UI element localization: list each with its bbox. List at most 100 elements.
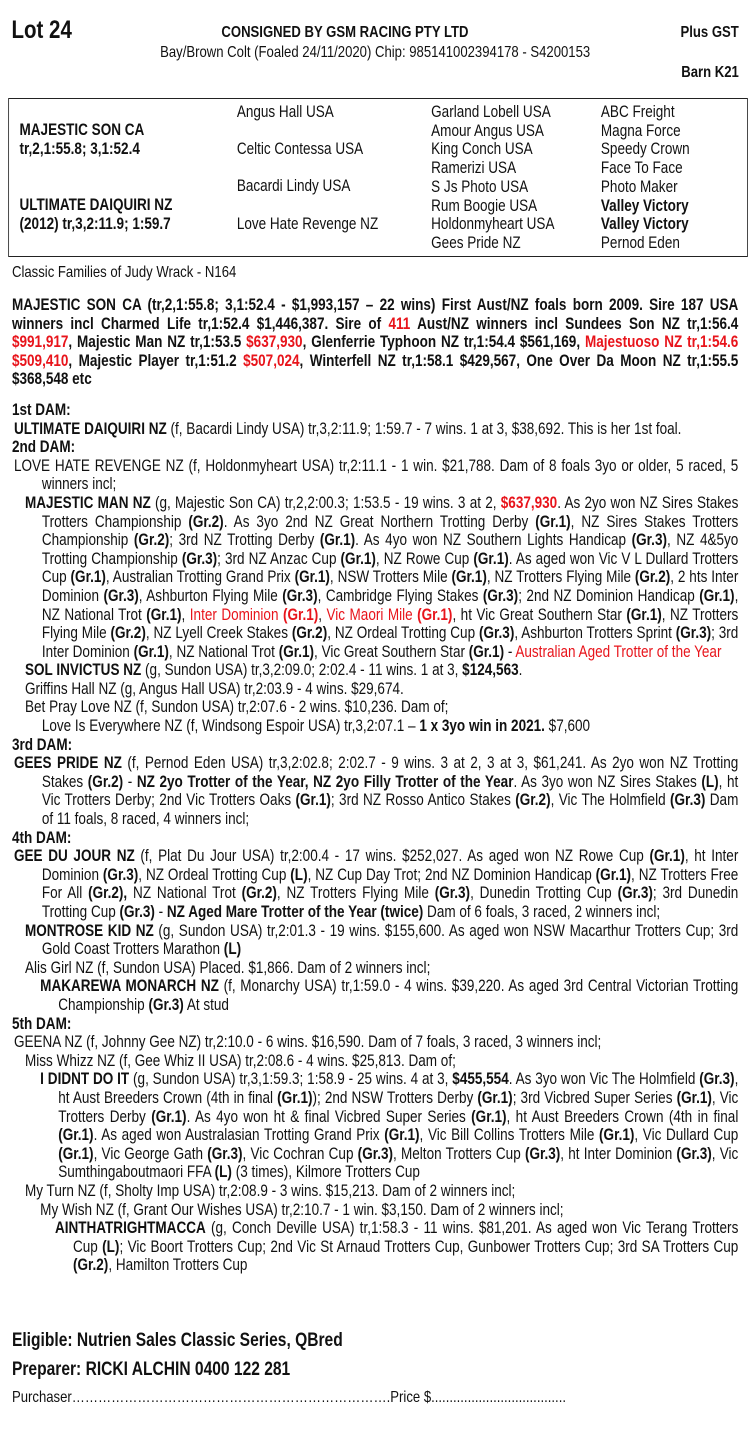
text-run: (Gr.3) — [524, 1144, 561, 1163]
text-run: Miss Whizz NZ (f, Gee Whiz II USA) tr,2:… — [25, 1051, 456, 1070]
text-run: (Gr.3) — [148, 995, 184, 1014]
text-run: (Gr.1) — [282, 605, 319, 624]
text-run: MAJESTIC MAN NZ — [25, 493, 151, 512]
text-run: , NZ National Trot — [41, 586, 739, 624]
great-grandparent: Ramerizi USA — [431, 159, 517, 177]
text-run: Bet Pray Love NZ (f, Sundon USA) tr,2:07… — [25, 698, 449, 717]
text-run: , Vic Cochran Cup — [242, 1144, 358, 1163]
pedigree-entry: Griffins Hall NZ (g, Angus Hall USA) tr,… — [0, 680, 738, 699]
dam-name: ULTIMATE DAIQUIRI NZ — [19, 196, 173, 214]
text-run: (Gr.3) — [357, 1144, 394, 1163]
grandparent: Angus Hall USA — [236, 103, 334, 121]
text-run: At stud — [183, 995, 229, 1014]
text-run: (f, Plat Du Jour USA) tr,2:00.4 - 17 win… — [134, 847, 650, 866]
text-run: Dam of 6 foals, 3 raced, 2 winners incl; — [423, 903, 661, 921]
eligibility: Eligible: Nutrien Sales Classic Series, … — [11, 1330, 343, 1351]
text-run: (f, Monarchy USA) tr,1:59.0 - 4 wins. $3… — [58, 977, 739, 1014]
text-run: , Hamilton Trotters Cup — [108, 1256, 248, 1275]
text-run: My Wish NZ (f, Grant Our Wishes USA) tr,… — [40, 1200, 564, 1219]
text-run: (Gr.2) — [241, 884, 277, 903]
text-run: , NZ Trotters Free For All — [41, 865, 739, 903]
sire-name: MAJESTIC SON CA — [19, 121, 145, 139]
dam-lines: 1st DAM:ULTIMATE DAIQUIRI NZ (f, Bacardi… — [0, 401, 738, 1275]
text-run: ; Vic Boort Trotters Cup; 2nd Vic St Arn… — [119, 1237, 739, 1256]
pedigree-entry: ULTIMATE DAIQUIRI NZ (f, Bacardi Lindy U… — [0, 420, 738, 439]
text-run: , Australian Trotting Grand Prix — [105, 568, 295, 587]
text-run: , Vic Dullard Cup — [634, 1126, 739, 1145]
text-run: (Gr.2) — [634, 568, 671, 587]
pedigree-entry: My Turn NZ (f, Sholty Imp USA) tr,2:08.9… — [0, 1182, 738, 1201]
text-run: , Vic The Holmfield — [550, 791, 671, 810]
text-run: , Majestic Player tr,1:51.2 — [68, 351, 244, 370]
text-run: , ht Vic Trotters Derby; 2nd Vic Trotter… — [41, 772, 739, 810]
text-run: . As 3yo won Vic The Holmfield — [508, 1070, 700, 1089]
text-run: (Gr.2), — [88, 884, 128, 903]
text-run: NZ Aged Mare Trotter of the Year (twice) — [166, 903, 424, 921]
text-run: $637,930 — [246, 333, 303, 352]
text-run: , Vic Sumthingaboutmaori FFA — [58, 1144, 739, 1182]
text-run: (L) — [290, 865, 308, 884]
g3-grandparent: Valley Victory — [600, 196, 689, 215]
text-run: ; 3rd NZ Trotting Derby — [169, 531, 320, 550]
grandparent: Celtic Contessa USA — [236, 140, 364, 158]
text-run: , Vic Great Southern Star — [314, 642, 469, 661]
text-run: (Gr.1) — [58, 1144, 94, 1163]
text-run: 4th DAM: — [11, 828, 72, 847]
text-run: ; 3rd NZ Rosso Antico Stakes — [330, 791, 516, 810]
text-run: , Vic George Gath — [93, 1144, 208, 1163]
text-run: (Gr.1) — [626, 605, 662, 624]
dam-record: (2012) tr,3,2:11.9; 1:59.7 — [19, 215, 171, 233]
text-run: , ht Inter Dominion — [41, 847, 739, 884]
text-run: . As 4yo won ht & final Vicbred Super Se… — [186, 1107, 472, 1126]
text-run: $637,930 — [500, 493, 558, 512]
text-run: GEENA NZ (f, Johnny Gee NZ) tr,2:10.0 - … — [13, 1033, 602, 1052]
text-run: ; 3rd Dunedin Trotting Cup — [41, 884, 739, 921]
pedigree-notes: MAJESTIC SON CA (tr,2,1:55.8; 3,1:52.4 -… — [0, 296, 750, 1275]
text-run: , Ashburton Trotters Sprint — [514, 624, 676, 643]
barn-location: Barn K21 — [681, 64, 739, 81]
text-run: $124,563 — [462, 661, 519, 680]
dam-heading: 3rd DAM: — [0, 736, 738, 755]
text-run: . As 2yo won NZ Sires Stakes Trotters Ch… — [41, 493, 739, 531]
text-run: (Gr.1) — [417, 605, 453, 624]
text-run: (g, Sundon USA) tr,2:01.3 - 19 wins. $15… — [41, 921, 739, 959]
g3-grandparent: ABC Freight — [600, 103, 675, 121]
text-run: , Melton Trotters Cup — [393, 1144, 525, 1163]
text-run: , NZ Trotters Flying Mile — [41, 605, 739, 643]
dam-heading: 4th DAM: — [0, 829, 738, 848]
horse-description: Bay/Brown Colt (Foaled 24/11/2020) Chip:… — [160, 44, 591, 61]
text-run: MONTROSE KID NZ — [25, 921, 154, 940]
text-run: (Gr.1) — [477, 1088, 513, 1107]
text-run: , ht Aust Breeders Crown (4th in final — [58, 1070, 739, 1107]
text-run: , NZ Ordeal Trotting Cup — [138, 865, 291, 884]
text-run: NZ 2yo Trotter of the Year, NZ 2yo Filly… — [136, 772, 514, 791]
great-grandparent: S Js Photo USA — [431, 177, 529, 196]
text-run: My Turn NZ (f, Sholty Imp USA) tr,2:08.9… — [25, 1181, 516, 1200]
text-run: , NZ Sires Stakes Trotters Championship — [41, 512, 739, 550]
g3-grandparent: Pernod Eden — [600, 234, 680, 252]
great-grandparent: Garland Lobell USA — [431, 103, 551, 121]
text-run: ULTIMATE DAIQUIRI NZ — [13, 419, 167, 438]
pedigree-entry: Bet Pray Love NZ (f, Sundon USA) tr,2:07… — [0, 698, 738, 717]
text-run: . As 3yo 2nd NZ Great Northern Trotting … — [223, 512, 536, 531]
text-run: Majestuoso NZ tr,1:54.6 $509,410 — [11, 333, 739, 370]
text-run: (g, Sundon USA) tr,3,1:59.3; 1:58.9 - 25… — [129, 1070, 453, 1089]
pedigree-entry: LOVE HATE REVENGE NZ (f, Holdonmyheart U… — [0, 457, 738, 494]
text-run: (Gr.2) — [87, 772, 124, 791]
dam-heading: 5th DAM: — [0, 1015, 738, 1034]
g3-grandparent: Magna Force — [600, 121, 681, 140]
text-run: (3 times), Kilmore Trotters Cup — [231, 1163, 420, 1182]
text-run: MAKAREWA MONARCH NZ — [40, 977, 219, 996]
text-run: (Gr.1) — [595, 865, 632, 884]
text-run: I DIDNT DO IT — [40, 1070, 130, 1089]
text-run: , NZ Trotters Flying Mile — [276, 884, 435, 903]
g3-grandparent: Valley Victory — [600, 215, 689, 234]
text-run: , 2 hts Inter Dominion — [41, 568, 739, 605]
text-run: - — [154, 903, 167, 921]
text-run: (Gr.1) — [599, 1126, 635, 1145]
text-run: (Gr.3) — [102, 865, 139, 884]
text-run: , Glenferrie Typhoon NZ tr,1:54.4 $561,1… — [302, 333, 585, 352]
great-grandparent: Holdonmyheart USA — [431, 215, 555, 234]
family-note: Classic Families of Judy Wrack - N164 — [11, 264, 237, 281]
great-grandparent: Rum Boogie USA — [431, 196, 538, 215]
